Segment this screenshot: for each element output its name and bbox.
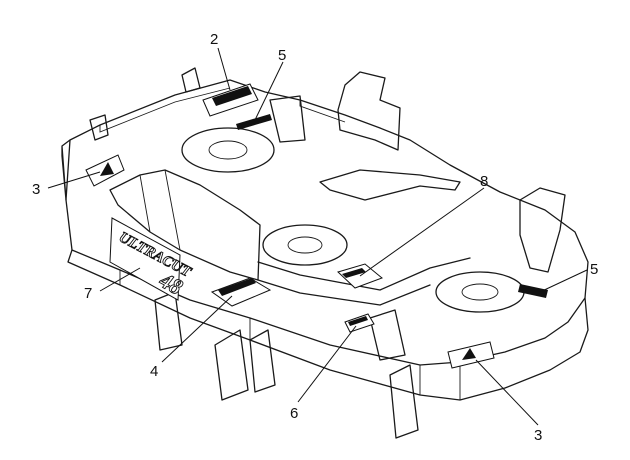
decal-6 — [344, 313, 375, 333]
hitch-bracket-left — [337, 71, 401, 151]
decal-3-right — [447, 341, 495, 369]
front-bracket-4 — [389, 364, 419, 439]
spindle-right-hub — [461, 283, 499, 301]
callout-8: 8 — [480, 173, 488, 190]
decal-6-band — [348, 316, 368, 326]
decal-7-panel — [109, 217, 181, 301]
center-divider — [257, 257, 471, 306]
leader-7 — [99, 267, 141, 292]
callout-4: 4 — [150, 363, 158, 380]
hitch-bracket-rear — [269, 95, 306, 143]
callout-numbers: 2 5 3 8 7 5 4 6 3 — [32, 31, 598, 444]
callout-7: 7 — [84, 285, 92, 302]
spindle-left-hub — [208, 140, 248, 160]
spindle-right-plate — [435, 271, 525, 313]
front-bracket-3 — [249, 329, 276, 393]
leader-8 — [359, 187, 485, 277]
callout-3-left: 3 — [32, 181, 40, 198]
left-side — [61, 139, 71, 201]
spindle-left — [181, 127, 275, 173]
front-bracket-5 — [369, 309, 406, 361]
spindle-left-plate — [181, 127, 275, 173]
baffle-inner — [139, 169, 181, 251]
leader-5a — [254, 61, 284, 121]
leader-6 — [297, 325, 357, 403]
callout-3-right: 3 — [534, 427, 542, 444]
decal-3-left — [85, 154, 125, 187]
spindle-center-plate — [262, 224, 348, 266]
callout-5-top: 5 — [278, 47, 286, 64]
decal-8-band — [342, 268, 366, 278]
deck-top-outline — [65, 79, 589, 366]
spindle-center — [262, 224, 348, 266]
baffle-outline — [109, 169, 261, 281]
decal-4-band — [218, 278, 256, 296]
front-bracket-2 — [214, 329, 249, 401]
leader-3a — [47, 171, 101, 189]
decal-2 — [202, 83, 259, 117]
front-brackets — [154, 291, 419, 439]
leader-lines — [47, 47, 588, 426]
decal-5-rear-plate — [236, 114, 272, 130]
decal-5-rear — [236, 114, 272, 130]
right-bracket — [519, 187, 566, 273]
spindle-center-hub — [287, 236, 323, 254]
decal-5-right — [518, 284, 548, 298]
hitch-arm — [319, 169, 461, 201]
spindle-right — [435, 271, 525, 313]
callout-5-right: 5 — [590, 261, 598, 278]
decal-7-brand: ULTRACUT 48 — [109, 217, 194, 301]
left-bracket — [89, 67, 201, 141]
callout-6: 6 — [290, 405, 298, 422]
decal-3-right-triangle — [462, 348, 476, 360]
decal-2-band — [212, 86, 252, 106]
decal-4-plate — [210, 277, 272, 307]
hitch-bracket — [89, 67, 566, 273]
callout-2: 2 — [210, 31, 218, 48]
decal-4 — [210, 277, 272, 307]
mower-deck — [61, 79, 589, 401]
skirt-inner-line — [119, 270, 461, 400]
decal-5-right-plate — [518, 284, 548, 298]
leader-5b — [539, 269, 588, 293]
rear-rim — [99, 87, 346, 133]
leader-3b — [475, 359, 539, 426]
decal-3-left-triangle — [100, 162, 114, 176]
leader-2 — [217, 47, 231, 91]
front-bracket-1 — [154, 291, 183, 351]
leader-4 — [161, 295, 233, 363]
discharge-baffle — [109, 169, 471, 306]
